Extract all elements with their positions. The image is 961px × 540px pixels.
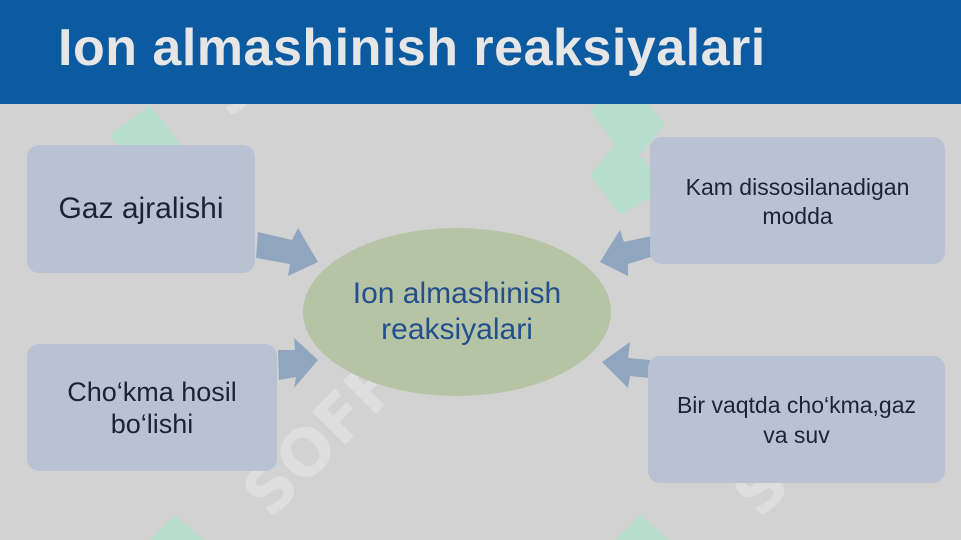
- title-bar: Ion almashinish reaksiyalari: [0, 0, 961, 104]
- box-weak-electrolyte: Kam dissosilanadigan modda: [650, 137, 945, 264]
- box-combined-products: Bir vaqtda cho‘kma,gaz va suv: [648, 356, 945, 483]
- box-precipitate-formation-label: Cho‘kma hosil bo‘lishi: [67, 376, 237, 439]
- center-ellipse: Ion almashinish reaksiyalari: [303, 228, 611, 396]
- arrow-bottom-right: [602, 342, 650, 388]
- box-gas-evolution-label: Gaz ajralishi: [58, 192, 224, 225]
- watermark-logo-shape: [615, 515, 670, 540]
- center-label: Ion almashinish reaksiyalari: [352, 277, 562, 346]
- watermark-logo-shape: [150, 515, 205, 540]
- watermark-logo-shape: [590, 80, 665, 215]
- box-precipitate-formation: Cho‘kma hosil bo‘lishi: [27, 344, 277, 471]
- slide-title: Ion almashinish reaksiyalari: [58, 19, 766, 77]
- arrow-top-left: [256, 228, 318, 276]
- box-gas-evolution: Gaz ajralishi: [27, 145, 255, 273]
- box-combined-products-label: Bir vaqtda cho‘kma,gaz va suv: [676, 391, 917, 448]
- arrow-top-right: [600, 230, 654, 276]
- box-weak-electrolyte-label: Kam dissosilanadigan modda: [685, 174, 910, 229]
- arrow-bottom-left: [278, 338, 318, 388]
